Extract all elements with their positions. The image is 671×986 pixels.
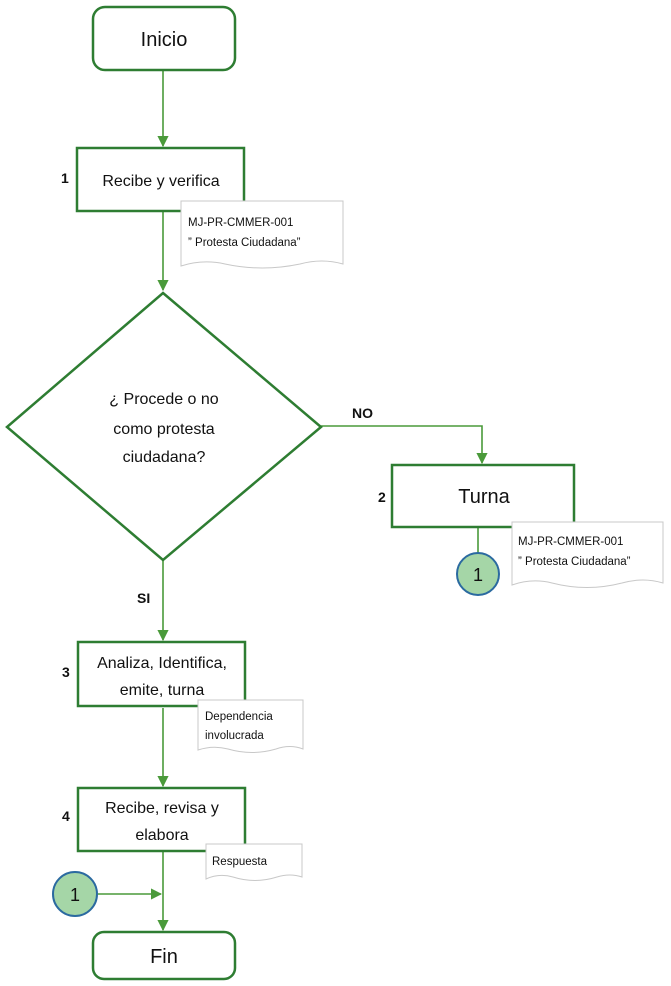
step3-document-shape [197,699,304,753]
arrow-decision-no-to-step2 [321,425,488,465]
end-terminator [91,930,237,981]
step1-doc-line2: ” Protesta Ciudadana” [188,237,301,249]
step2-offpage-connector [456,552,500,596]
step2-doc-line1: MJ-PR-CMMER-001 [518,536,623,548]
step1-number: 1 [61,170,69,186]
decision-line2: como protesta [113,421,214,438]
step4-number: 4 [62,808,70,824]
start-terminator [91,5,237,72]
decision-no-label: NO [352,405,373,421]
step4-line1: Recibe, revisa y [105,800,219,817]
step2-label: Turna [458,486,510,508]
decision-yes-label: SI [137,590,150,606]
step2-document-shape [511,521,664,588]
step1-doc-line1: MJ-PR-CMMER-001 [188,217,293,229]
decision-line3: ciudadana? [123,449,206,466]
start-label: Inicio [141,29,188,51]
step4-document-shape [205,843,303,881]
step3-doc-line1: Dependencia [205,711,273,723]
step1-label: Recibe y verifica [102,173,219,190]
step2-connector-label: 1 [473,565,483,585]
step3-line1: Analiza, Identifica, [97,655,227,672]
step2-doc-line2: ” Protesta Ciudadana” [518,556,631,568]
step3-process-box [76,640,247,708]
step1-document-shape [180,200,344,269]
step4-connector-label: 1 [70,885,80,905]
step4-offpage-connector [52,871,98,917]
step3-number: 3 [62,664,70,680]
end-label: Fin [150,946,178,968]
step2-process-box [390,463,576,529]
step3-doc-line2: involucrada [205,730,264,742]
step3-line2: emite, turna [120,682,205,699]
step4-doc-line1: Respuesta [212,856,268,868]
step4-process-box [76,786,247,853]
decision-diamond [5,291,323,562]
step4-line2: elabora [135,827,188,844]
decision-line1: ¿ Procede o no [109,391,219,408]
step2-number: 2 [378,489,386,505]
